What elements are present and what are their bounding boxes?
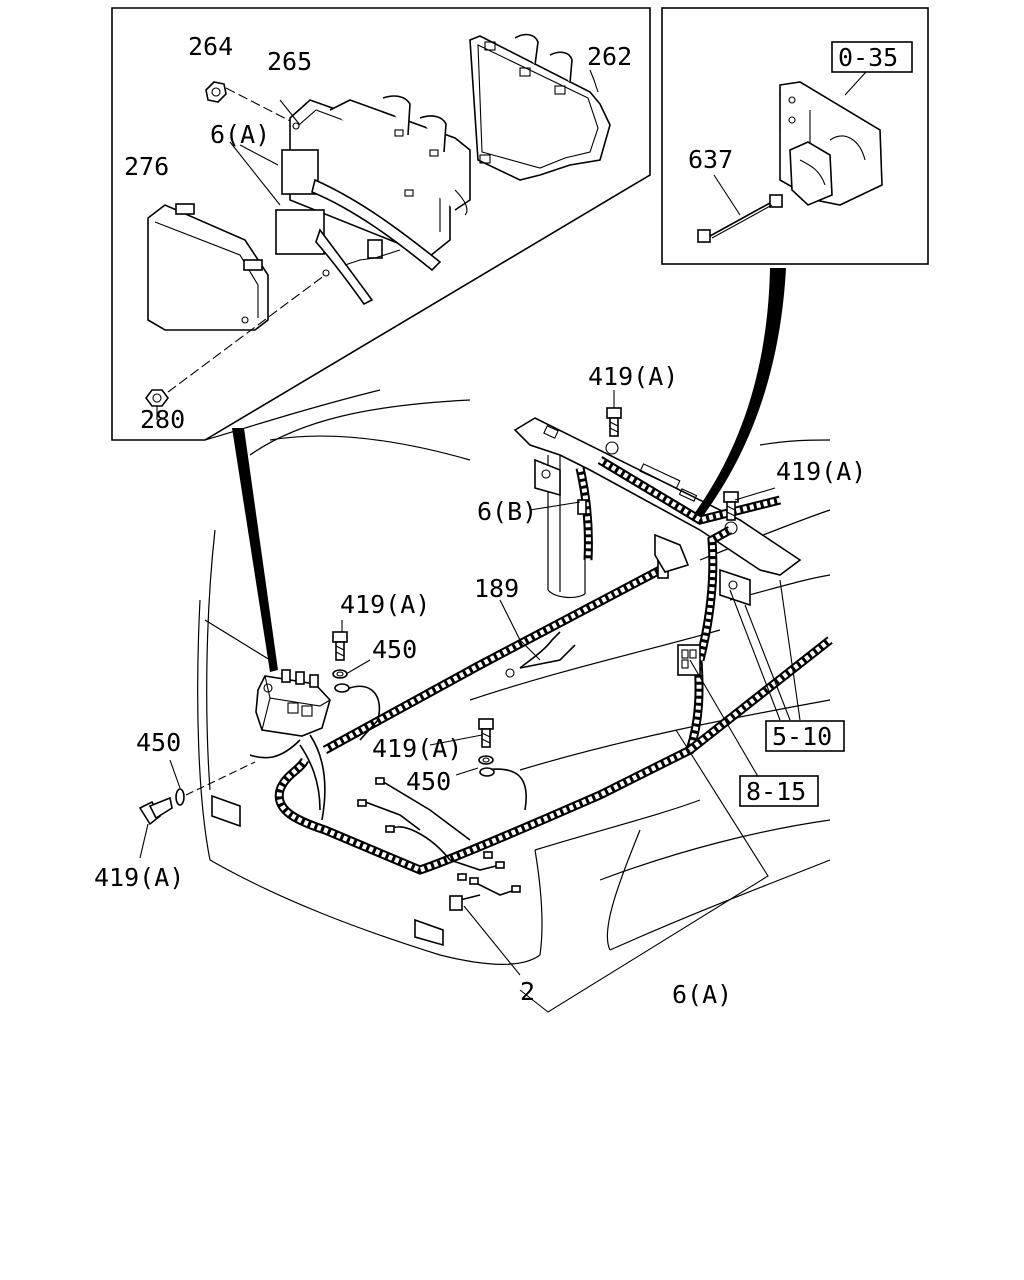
bolt-center — [478, 718, 494, 748]
headlamp-left — [211, 794, 241, 828]
bolt-left — [138, 761, 256, 826]
grommet-2 — [449, 895, 463, 911]
ref-0-35: 0-35 — [838, 43, 898, 72]
ref-box-5-10 — [765, 720, 845, 752]
headlamp-right — [414, 918, 444, 947]
label-450-left: 450 — [136, 728, 181, 757]
callout-pointers — [232, 268, 786, 672]
wire-harness — [249, 456, 833, 901]
nut-280 — [145, 274, 326, 420]
bracket-relay — [779, 81, 883, 206]
inset-left — [111, 7, 651, 441]
label-2: 2 — [520, 977, 535, 1006]
nut-264 — [205, 81, 299, 126]
bolt-top — [606, 407, 622, 437]
label-6a-main: 6(A) — [672, 980, 732, 1009]
bolt-right — [723, 491, 739, 521]
label-264: 264 — [188, 32, 233, 61]
ref-box-8-15 — [739, 775, 819, 807]
label-419a-left: 419(A) — [94, 863, 184, 892]
ref-8-15: 8-15 — [746, 777, 806, 806]
label-262: 262 — [587, 42, 632, 71]
relay-bracket — [654, 533, 690, 573]
label-450-left-top: 450 — [372, 635, 417, 664]
washer-left-top — [332, 669, 350, 693]
label-6b: 6(B) — [477, 497, 537, 526]
control-unit-main — [255, 669, 331, 737]
washer-center — [478, 755, 495, 777]
label-450-center: 450 — [406, 767, 451, 796]
label-637: 637 — [688, 145, 733, 174]
label-265: 265 — [267, 47, 312, 76]
cover-262 — [469, 33, 611, 181]
label-276: 276 — [124, 152, 169, 181]
inset-right — [661, 7, 929, 265]
case-276 — [147, 203, 269, 331]
labels: 264 265 262 6(A) 276 280 0-35 637 419(A)… — [94, 32, 913, 1009]
label-189: 189 — [474, 574, 519, 603]
label-6a-inset: 6(A) — [210, 120, 270, 149]
label-280: 280 — [140, 405, 185, 434]
ref-5-10: 5-10 — [772, 722, 832, 751]
ref-box-0-35 — [831, 41, 913, 73]
label-419a-right: 419(A) — [776, 457, 866, 486]
label-419a-left-top: 419(A) — [340, 590, 430, 619]
bolt-left-top — [332, 631, 348, 661]
label-419a-center: 419(A) — [372, 734, 462, 763]
leader-lines-main — [139, 390, 801, 1013]
label-419a-top: 419(A) — [588, 362, 678, 391]
washer-left — [175, 788, 185, 806]
wire-637 — [697, 194, 783, 243]
housing-265 — [275, 95, 471, 306]
cab-body-outline — [197, 389, 831, 966]
